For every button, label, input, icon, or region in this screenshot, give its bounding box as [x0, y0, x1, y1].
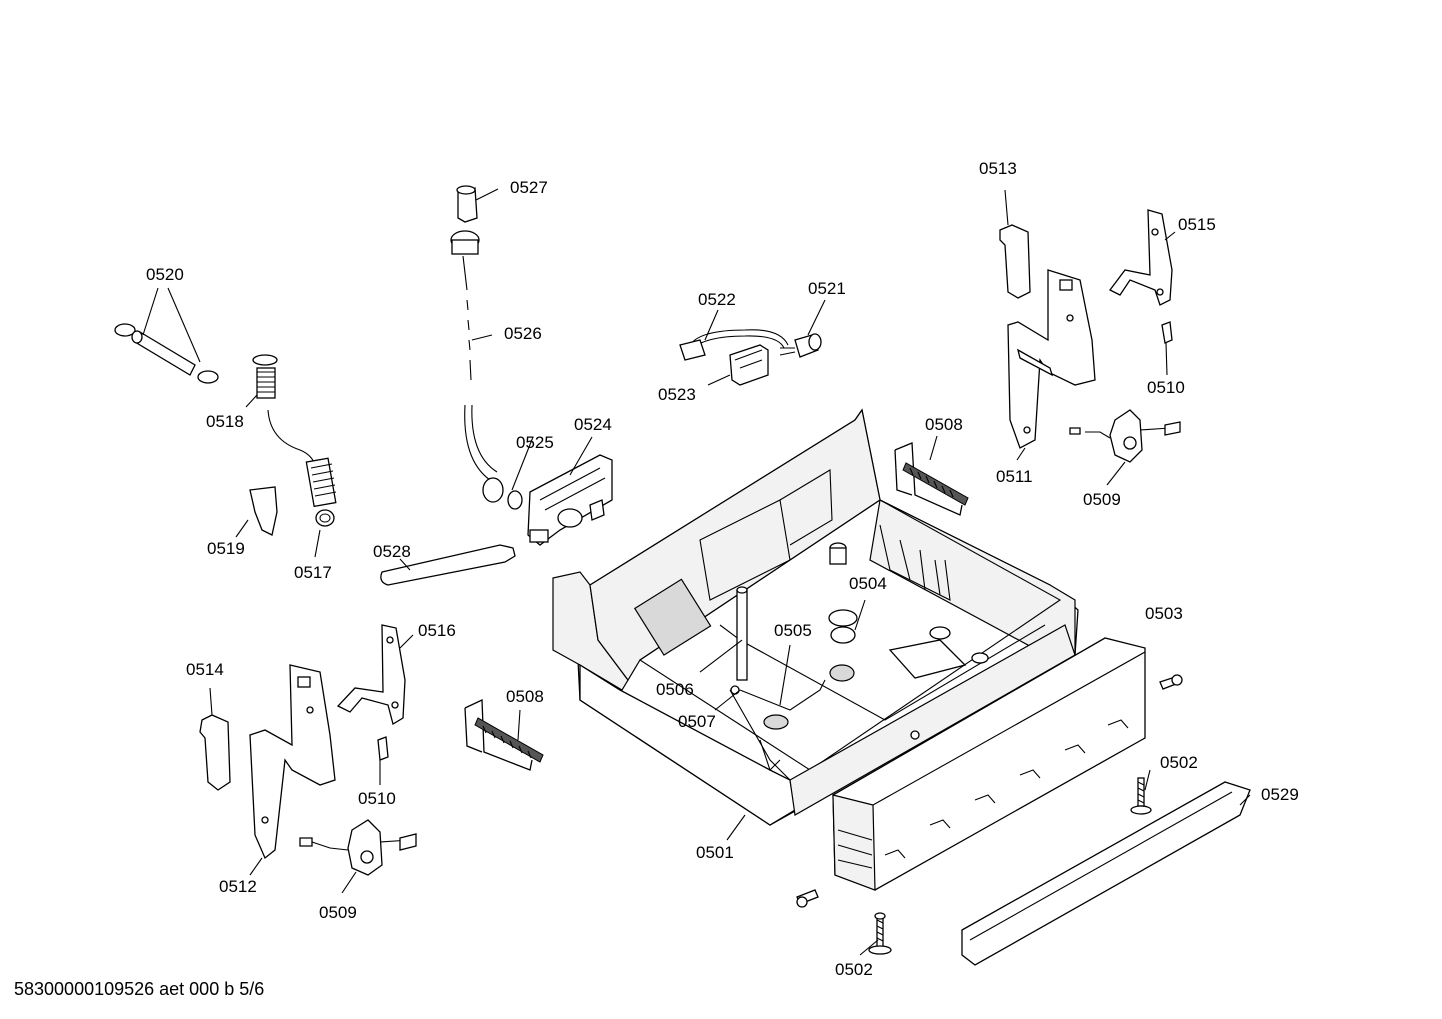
label-0525: 0525	[516, 433, 554, 452]
hose-clamps-0520	[114, 323, 219, 384]
label-0524: 0524	[574, 415, 612, 434]
part-labels: 0527 0520 0526 0518 0525 0524 0519 0528 …	[146, 159, 1299, 979]
label-0514: 0514	[186, 660, 224, 679]
hose-0526	[450, 230, 498, 481]
leader-lines	[142, 188, 1251, 956]
front-plinth-0503	[832, 637, 1146, 891]
label-0529: 0529	[1261, 785, 1299, 804]
label-0509-left: 0509	[319, 903, 357, 922]
bracket-0516	[336, 624, 406, 726]
seal-ring-0517	[315, 509, 335, 527]
label-0507: 0507	[678, 712, 716, 731]
label-0522: 0522	[698, 290, 736, 309]
label-0511: 0511	[996, 467, 1033, 486]
clip-0519	[249, 486, 278, 536]
label-0510-right: 0510	[1147, 378, 1185, 397]
label-0510-left: 0510	[358, 789, 396, 808]
document-code: 58300000109526 aet 000 b 5/6	[14, 979, 265, 999]
label-0508-left: 0508	[506, 687, 544, 706]
wire-0522	[679, 329, 789, 361]
clip-0510-left	[377, 736, 389, 761]
cover-0513	[999, 224, 1031, 299]
label-0519: 0519	[207, 539, 245, 558]
corrugated-hose-0518	[252, 354, 337, 508]
connector-0523	[729, 344, 769, 386]
damper-0509-right	[1069, 409, 1181, 463]
label-0503: 0503	[1145, 604, 1183, 623]
spring-0508-left	[464, 698, 544, 771]
label-0526: 0526	[504, 324, 542, 343]
label-0508-right: 0508	[925, 415, 963, 434]
label-0501: 0501	[696, 843, 734, 862]
label-0502-bottom: 0502	[835, 960, 873, 979]
label-0506: 0506	[656, 680, 694, 699]
leveling-feet-0502	[796, 674, 1183, 955]
label-0520: 0520	[146, 265, 184, 284]
label-0517: 0517	[294, 563, 332, 582]
sensor-0521	[779, 333, 822, 358]
label-0505: 0505	[774, 621, 812, 640]
label-0528: 0528	[373, 542, 411, 561]
cover-0514	[199, 714, 231, 791]
label-0504: 0504	[849, 574, 887, 593]
nut-0525	[482, 477, 523, 510]
label-0509-right: 0509	[1083, 490, 1121, 509]
bracket-0515	[1109, 209, 1173, 306]
cap-0527	[456, 185, 478, 223]
label-0515: 0515	[1178, 215, 1216, 234]
clip-0510-right	[1161, 321, 1173, 344]
label-0516: 0516	[418, 621, 456, 640]
label-0518: 0518	[206, 412, 244, 431]
valve-0524	[527, 454, 613, 546]
label-0523: 0523	[658, 385, 696, 404]
label-0527: 0527	[510, 178, 548, 197]
hinge-plate-0512	[249, 664, 336, 860]
label-0502-right: 0502	[1160, 753, 1198, 772]
label-0513: 0513	[979, 159, 1017, 178]
damper-0509-left	[299, 819, 417, 876]
spring-0508-right	[894, 442, 969, 516]
kick-panel-0529	[961, 781, 1251, 966]
label-0521: 0521	[808, 279, 846, 298]
label-0512: 0512	[219, 877, 257, 896]
drain-hose-0528	[380, 544, 516, 586]
hinge-plate-0511	[1007, 269, 1096, 449]
